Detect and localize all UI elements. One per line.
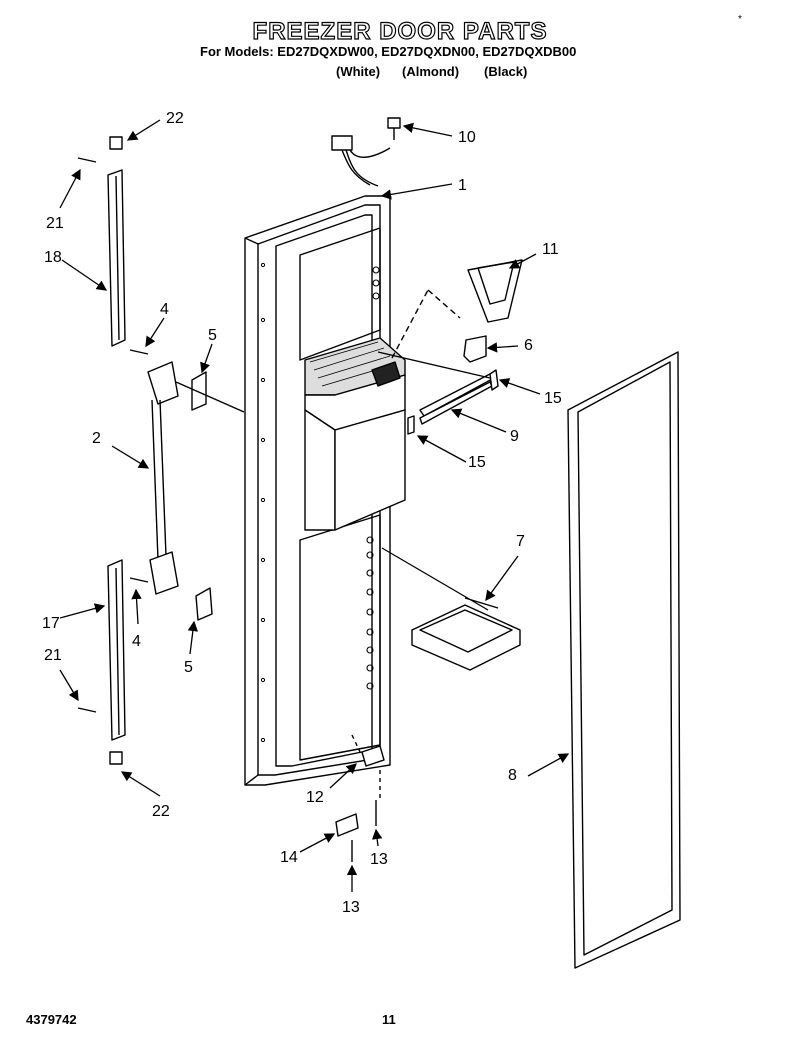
- color-black: (Black): [484, 64, 528, 79]
- bracket-part-6: [463, 335, 487, 363]
- screw-part-21b: [77, 707, 97, 713]
- cap-part-22a: [109, 136, 123, 150]
- hinge-part-12: [361, 745, 385, 767]
- clip-part-5a: [191, 371, 207, 411]
- callout-17: 17: [42, 615, 60, 632]
- callout-6: 6: [524, 337, 533, 354]
- bracket-part-14: [335, 813, 359, 837]
- ice-chute: [391, 259, 523, 359]
- callout-labels: 22 10 1 21 18 11 4 5 6 15 2 9 15 7 17 4 …: [42, 110, 562, 916]
- screw-part-21a: [77, 157, 97, 163]
- callout-22-top: 22: [166, 110, 184, 127]
- cap-part-22b: [109, 751, 123, 765]
- callout-4-bottom: 4: [132, 633, 141, 650]
- callout-5-bottom: 5: [184, 659, 193, 676]
- page-title: FREEZER DOOR PARTS: [252, 17, 548, 45]
- door-shelf-part-7: [411, 597, 521, 671]
- callout-1: 1: [458, 177, 467, 194]
- callout-10: 10: [458, 129, 476, 146]
- clip-part-15b: [407, 415, 415, 435]
- clip-part-5b: [195, 587, 213, 621]
- callout-15-left: 15: [468, 454, 486, 471]
- handle-part-2: [147, 361, 179, 595]
- door-gasket-part-8: [567, 351, 681, 969]
- callout-8: 8: [508, 767, 517, 784]
- part-number: 4379742: [26, 1012, 77, 1027]
- callout-22-bottom: 22: [152, 803, 170, 820]
- callout-2: 2: [92, 430, 101, 447]
- color-almond: (Almond): [402, 64, 460, 79]
- leader-lines: [59, 119, 570, 892]
- callout-15-right: 15: [544, 390, 562, 407]
- color-white: (White): [336, 64, 381, 79]
- callout-11: 11: [542, 241, 559, 258]
- bar-part-9: [419, 373, 495, 425]
- page-number: 11: [382, 1012, 396, 1027]
- callout-7: 7: [516, 533, 525, 550]
- callout-12: 12: [306, 789, 324, 806]
- callout-18: 18: [44, 249, 62, 266]
- screw-part-4b: [129, 577, 149, 583]
- models-line: For Models: ED27DQXDW00, ED27DQXDN00, ED…: [200, 44, 577, 59]
- screw-part-4a: [129, 349, 149, 355]
- callout-13-bottom: 13: [342, 899, 360, 916]
- corner-mark: *: [738, 14, 742, 25]
- wire-harness: [331, 117, 401, 187]
- rail-part-18: [107, 169, 126, 347]
- callout-4-top: 4: [160, 301, 169, 318]
- callout-14: 14: [280, 849, 298, 866]
- liner-holes: [366, 266, 380, 690]
- rail-part-17: [107, 559, 126, 741]
- clip-part-15a: [489, 369, 499, 391]
- callout-13-right: 13: [370, 851, 388, 868]
- callout-5-top: 5: [208, 327, 217, 344]
- dispenser-housing: [304, 337, 406, 531]
- callout-9: 9: [510, 428, 519, 445]
- callout-21-bottom: 21: [44, 647, 62, 664]
- hinge-holes: [260, 262, 266, 743]
- callout-21-top: 21: [46, 215, 64, 232]
